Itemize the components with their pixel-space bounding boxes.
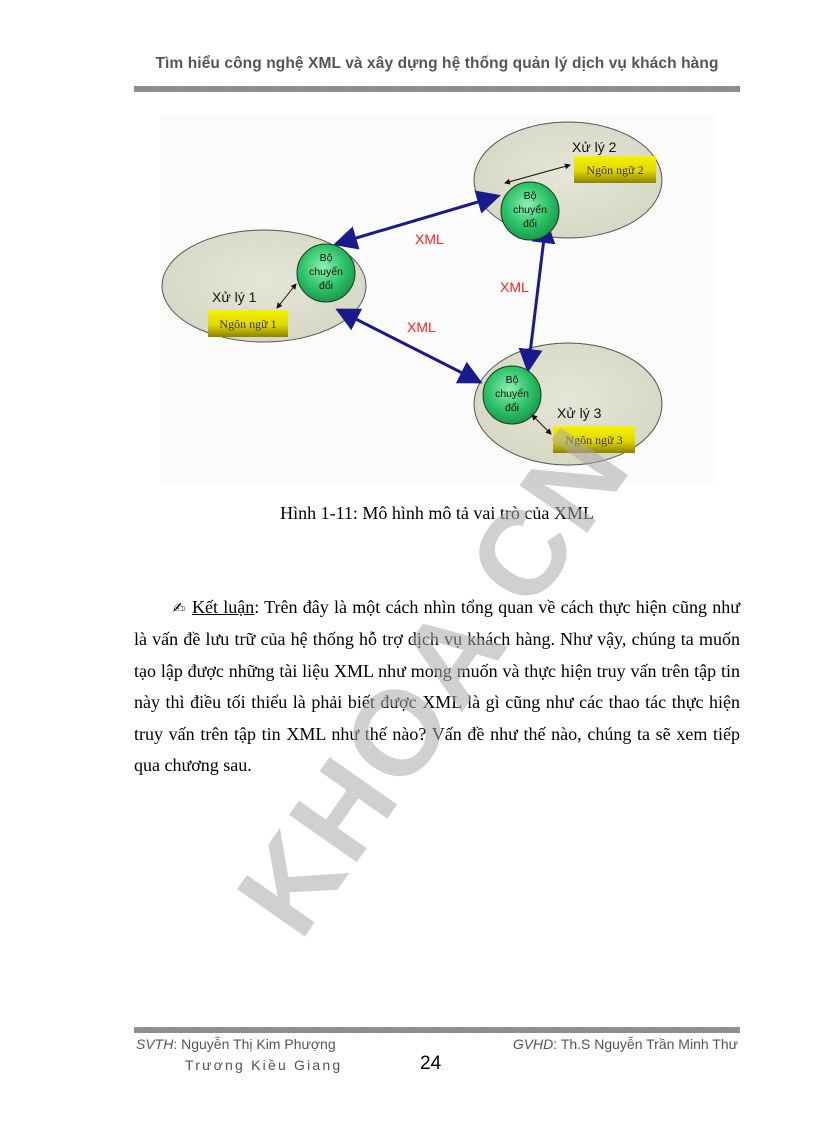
page-number: 24	[420, 1053, 442, 1074]
xml-label-2-3: XML	[500, 279, 529, 295]
xml-role-diagram: XML XML XML Bộ chuyển đổi Bộ chuyển đổi …	[160, 114, 716, 484]
xml-arrow-1-3	[335, 308, 483, 384]
footer-rule	[134, 1027, 740, 1033]
svg-text:chuyển: chuyển	[309, 266, 343, 278]
svg-text:Ngôn ngữ 3: Ngôn ngữ 3	[565, 433, 622, 447]
svg-text:Bộ: Bộ	[506, 374, 519, 386]
svg-text:đổi: đổi	[319, 280, 333, 292]
footer-advisor: GVHD: Th.S Nguyễn Trần Minh Thư	[513, 1036, 738, 1052]
svg-text:chuyển: chuyển	[495, 388, 529, 400]
xml-label-1-2: XML	[415, 231, 444, 247]
conclusion-paragraph: ✍ Kết luận: Trên đây là một cách nhìn tổn…	[134, 592, 740, 781]
page-header-title: Tìm hiểu công nghệ XML và xây dựng hệ th…	[155, 55, 719, 72]
svth-label: SVTH	[136, 1036, 174, 1052]
gvhd-name: : Th.S Nguyễn Trần Minh Thư	[553, 1036, 738, 1052]
converter-node-3: Bộ chuyển đổi	[482, 365, 542, 425]
svg-text:Ngôn ngữ 1: Ngôn ngữ 1	[219, 317, 276, 331]
svg-text:Ngôn ngữ 2: Ngôn ngữ 2	[586, 163, 643, 177]
xml-arrow-1-2	[333, 190, 501, 250]
gvhd-label: GVHD	[512, 1036, 554, 1052]
converter-node-1: Bộ chuyển đổi	[296, 243, 356, 303]
svg-text:Bộ: Bộ	[524, 190, 537, 202]
xml-label-1-3: XML	[407, 319, 436, 335]
svg-text:Bộ: Bộ	[320, 252, 333, 264]
process-label-1: Xử lý 1	[212, 289, 257, 305]
process-label-3: Xử lý 3	[557, 405, 602, 421]
svg-text:đổi: đổi	[523, 218, 537, 230]
svth-name-2: Trương Kiều Giang	[185, 1057, 343, 1073]
conclusion-lead: Kết luận	[192, 597, 255, 617]
svg-text:đổi: đổi	[505, 402, 519, 414]
language-box-3: Ngôn ngữ 3	[553, 426, 635, 453]
svth-name-1: : Nguyễn Thị Kim Phượng	[173, 1036, 336, 1052]
xml-arrow-2-3	[518, 219, 556, 373]
header-rule	[134, 86, 740, 92]
writing-hand-icon: ✍	[172, 599, 187, 617]
converter-node-2: Bộ chuyển đổi	[500, 181, 560, 241]
footer-student: SVTH: Nguyễn Thị Kim Phượng	[136, 1036, 336, 1052]
figure-caption: Hình 1-11: Mô hình mô tả vai trò của XML	[280, 503, 594, 523]
language-box-2: Ngôn ngữ 2	[574, 156, 656, 183]
conclusion-text: : Trên đây là một cách nhìn tổng quan về…	[134, 597, 740, 776]
svg-text:chuyển: chuyển	[513, 204, 547, 216]
language-box-1: Ngôn ngữ 1	[208, 310, 288, 337]
process-label-2: Xử lý 2	[572, 139, 617, 155]
